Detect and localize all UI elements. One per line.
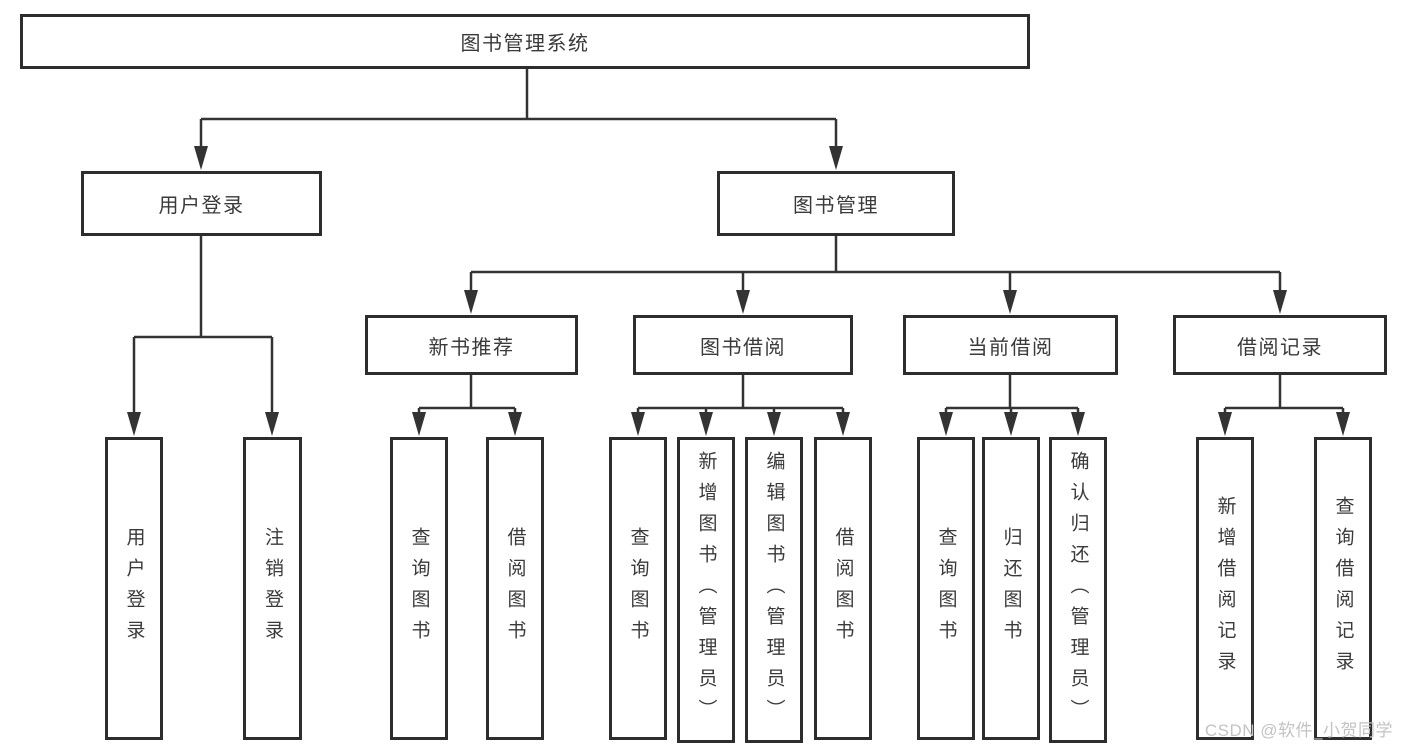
leaf-query-borrow-record: 查询借阅记录 <box>1314 437 1372 740</box>
node-book-borrow: 图书借阅 <box>633 315 853 375</box>
leaf-confirm-return-admin: 确认归还（管理员） <box>1049 437 1107 743</box>
node-user-login: 用户登录 <box>81 171 322 236</box>
node-label: 新书推荐 <box>428 336 515 359</box>
node-label: 图书管理 <box>793 195 879 217</box>
leaf-logout: 注销登录 <box>243 437 302 740</box>
leaf-borrow-books: 借阅图书 <box>814 437 872 740</box>
leaf-borrow-books-recommend: 借阅图书 <box>486 437 544 740</box>
node-label: 图书管理系统 <box>460 33 590 55</box>
node-label: 查询图书 <box>627 526 649 651</box>
csdn-watermark: CSDN @软件_小贺同学 <box>1204 721 1393 740</box>
node-label: 用户登录 <box>158 195 245 217</box>
node-new-book-recommend: 新书推荐 <box>365 315 578 375</box>
node-label: 归还图书 <box>1000 526 1022 651</box>
node-library-system: 图书管理系统 <box>20 14 1030 69</box>
node-book-management: 图书管理 <box>717 171 955 236</box>
node-label: 用户登录 <box>123 526 145 651</box>
node-label: 编辑图书（管理员） <box>763 450 785 730</box>
node-label: 图书借阅 <box>700 336 786 359</box>
node-label: 新增图书（管理员） <box>695 450 717 730</box>
leaf-edit-book-admin: 编辑图书（管理员） <box>745 437 803 743</box>
leaf-query-books-recommend: 查询图书 <box>390 437 448 740</box>
leaf-add-book-admin: 新增图书（管理员） <box>677 437 735 743</box>
node-label: 确认归还（管理员） <box>1067 450 1089 730</box>
leaf-query-books-borrow: 查询图书 <box>609 437 667 740</box>
node-label: 注销登录 <box>262 526 283 651</box>
node-label: 借阅图书 <box>832 526 854 651</box>
leaf-query-books-current: 查询图书 <box>917 437 975 740</box>
node-label: 借阅记录 <box>1237 336 1323 359</box>
leaf-add-borrow-record: 新增借阅记录 <box>1196 437 1254 740</box>
leaf-return-book: 归还图书 <box>982 437 1040 740</box>
node-label: 当前借阅 <box>967 336 1054 359</box>
node-label: 新增借阅记录 <box>1214 495 1236 682</box>
node-label: 查询借阅记录 <box>1332 495 1354 682</box>
node-label: 借阅图书 <box>504 526 526 651</box>
node-borrow-record: 借阅记录 <box>1173 315 1387 375</box>
node-current-borrow: 当前借阅 <box>903 315 1118 375</box>
node-label: 查询图书 <box>935 526 957 651</box>
arrowhead-icons <box>127 146 1350 436</box>
leaf-user-login: 用户登录 <box>105 437 163 740</box>
node-label: 查询图书 <box>408 526 430 651</box>
